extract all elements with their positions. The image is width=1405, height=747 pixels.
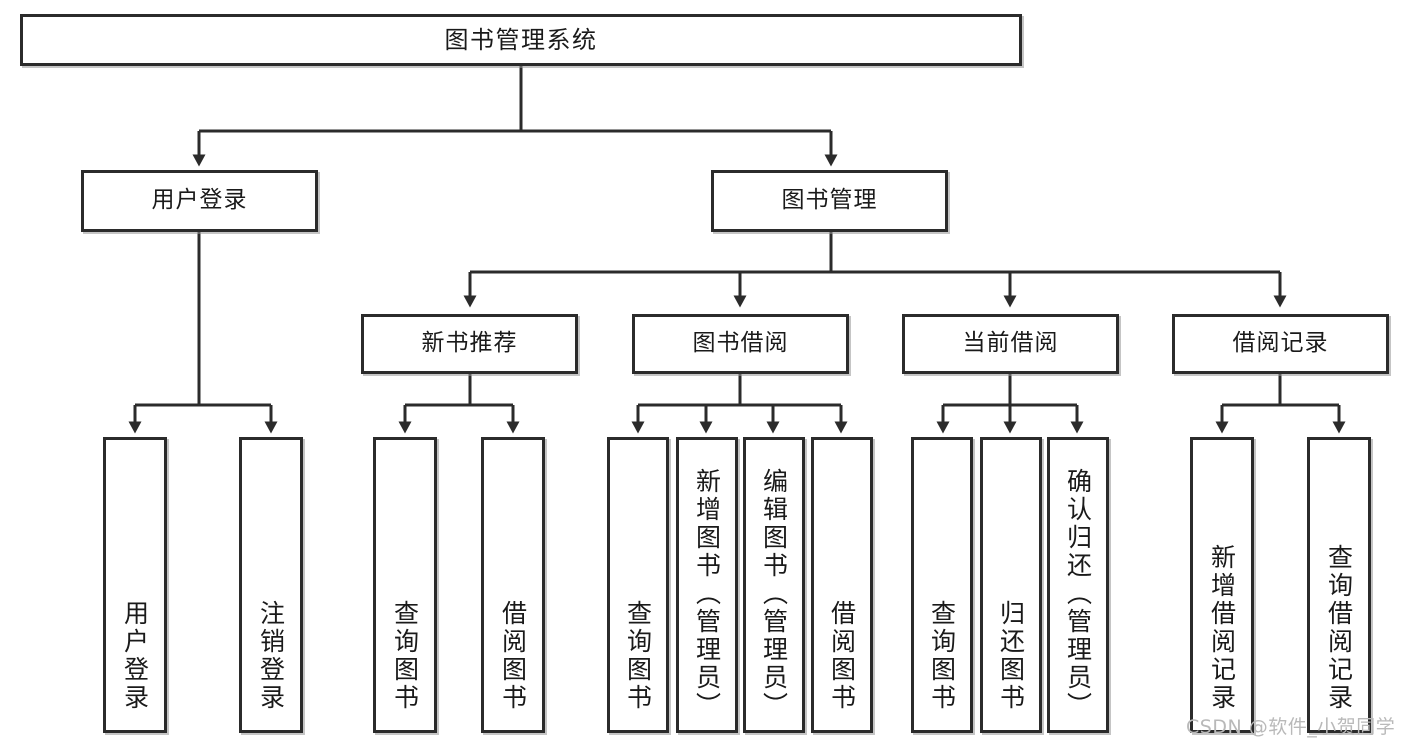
node-label: 图书借阅 <box>692 330 789 357</box>
leaf-borrow-borrow-book[interactable]: 借阅图书 <box>811 437 873 733</box>
leaf-borrow-query-book[interactable]: 查询图书 <box>607 437 669 733</box>
node-label: 用户登录 <box>120 600 150 712</box>
node-label: 图书管理 <box>781 187 878 214</box>
node-new-book-recommend[interactable]: 新书推荐 <box>361 314 578 374</box>
node-label: 新增借阅记录 <box>1207 544 1237 712</box>
node-label: 借阅图书 <box>827 600 857 712</box>
node-borrow-records[interactable]: 借阅记录 <box>1172 314 1389 374</box>
leaf-new-book-query[interactable]: 查询图书 <box>373 437 437 733</box>
node-label: 新增图书（管理员） <box>692 468 722 720</box>
node-user-login[interactable]: 用户登录 <box>81 170 318 232</box>
node-label: 归还图书 <box>996 600 1026 712</box>
leaf-current-confirm-return-admin[interactable]: 确认归还（管理员） <box>1047 437 1109 733</box>
node-label: 查询图书 <box>927 600 957 712</box>
leaf-new-book-borrow[interactable]: 借阅图书 <box>481 437 545 733</box>
node-label: 查询图书 <box>390 600 420 712</box>
node-label: 借阅记录 <box>1232 330 1329 357</box>
node-book-borrow[interactable]: 图书借阅 <box>632 314 849 374</box>
node-root-system[interactable]: 图书管理系统 <box>20 14 1022 66</box>
node-label: 用户登录 <box>151 187 248 214</box>
node-label: 借阅图书 <box>498 600 528 712</box>
leaf-current-return-book[interactable]: 归还图书 <box>980 437 1042 733</box>
leaf-user-login-logout[interactable]: 注销登录 <box>239 437 303 733</box>
node-label: 编辑图书（管理员） <box>759 468 789 720</box>
node-label: 图书管理系统 <box>444 25 598 54</box>
node-label: 查询借阅记录 <box>1324 544 1354 712</box>
node-label: 查询图书 <box>623 600 653 712</box>
node-label: 注销登录 <box>256 600 286 712</box>
leaf-current-query-book[interactable]: 查询图书 <box>911 437 973 733</box>
node-label: 新书推荐 <box>421 330 518 357</box>
leaf-user-login-login[interactable]: 用户登录 <box>103 437 167 733</box>
node-current-borrow[interactable]: 当前借阅 <box>902 314 1119 374</box>
leaf-records-add-record[interactable]: 新增借阅记录 <box>1190 437 1254 733</box>
node-book-management[interactable]: 图书管理 <box>711 170 948 232</box>
leaf-borrow-add-book-admin[interactable]: 新增图书（管理员） <box>676 437 738 733</box>
csdn-watermark: CSDN @软件_小贺同学 <box>1186 716 1396 738</box>
leaf-records-query-record[interactable]: 查询借阅记录 <box>1307 437 1371 733</box>
leaf-borrow-edit-book-admin[interactable]: 编辑图书（管理员） <box>743 437 805 733</box>
node-label: 确认归还（管理员） <box>1063 468 1093 720</box>
node-label: 当前借阅 <box>962 330 1059 357</box>
